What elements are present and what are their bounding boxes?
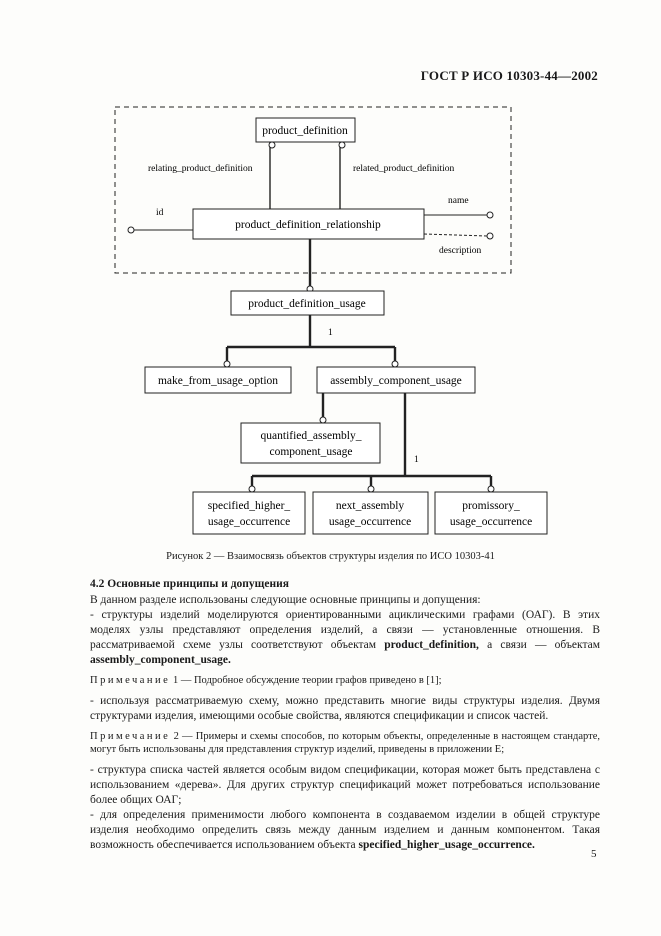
box-make-from-usage-option <box>144 366 292 394</box>
label-id: id <box>156 208 164 218</box>
box-acu-label: assembly_component_usage <box>330 375 462 387</box>
box-specified-higher-uo <box>192 491 306 535</box>
note-1: Примечание 1 — Подробное обсуждение теор… <box>90 675 442 686</box>
box-qacu-label-1: quantified_assembly_ <box>261 430 362 442</box>
box-qacu-label-2: component_usage <box>269 446 352 458</box>
body-text: 4.2 Основные принципы и допущения В данн… <box>90 577 600 853</box>
schema-boundary <box>114 106 512 274</box>
box-product-definition <box>255 117 356 143</box>
intro-paragraph: В данном разделе использованы следующие … <box>90 594 481 606</box>
label-related: related_product_definition <box>353 163 455 174</box>
box-puo-label-2: usage_occurrence <box>450 516 532 528</box>
paragraph-3: - структура списка частей является особы… <box>90 763 600 806</box>
paragraph-4: - для определения применимости любого ко… <box>90 808 600 851</box>
paragraph-1: - структуры изделий моделируются ориенти… <box>90 609 601 666</box>
box-mfuo-label: make_from_usage_option <box>158 375 278 387</box>
box-product-definition-usage <box>230 290 385 316</box>
box-assembly-component-usage <box>316 366 476 394</box>
box-nauo-label-1: next_assembly <box>336 500 405 512</box>
box-promissory-uo <box>434 491 548 535</box>
page-number: 5 <box>591 848 597 860</box>
section-title: 4.2 Основные принципы и допущения <box>90 578 289 590</box>
box-next-assembly-uo <box>312 491 429 535</box>
label-name: name <box>448 196 469 206</box>
box-product-definition-relationship <box>192 208 425 240</box>
box-shuo-label-1: specified_higher_ <box>208 500 291 512</box>
box-pdr-label: product_definition_relationship <box>235 219 381 231</box>
label-one-a: 1 <box>328 328 333 338</box>
paragraph-2: - используя рассматриваемую схему, можно… <box>90 694 600 722</box>
label-relating: relating_product_definition <box>148 163 253 174</box>
box-product-definition-label: product_definition <box>262 125 348 137</box>
box-nauo-label-2: usage_occurrence <box>329 516 411 528</box>
note-2: Примечание 2 — Примеры и схемы способов,… <box>90 730 600 756</box>
label-one-b: 1 <box>414 455 419 465</box>
figure-caption: Рисунок 2 — Взаимосвязь объектов структу… <box>166 551 495 562</box>
box-quantified-acu <box>240 422 381 464</box>
express-g-diagram: product_definition relating_product_defi… <box>114 106 548 535</box>
box-puo-label-1: promissory_ <box>462 500 520 512</box>
box-pdu-label: product_definition_usage <box>248 298 366 310</box>
box-shuo-label-2: usage_occurrence <box>208 516 290 528</box>
page-header: ГОСТ Р ИСО 10303-44—2002 <box>420 68 598 83</box>
label-description: description <box>439 246 481 256</box>
